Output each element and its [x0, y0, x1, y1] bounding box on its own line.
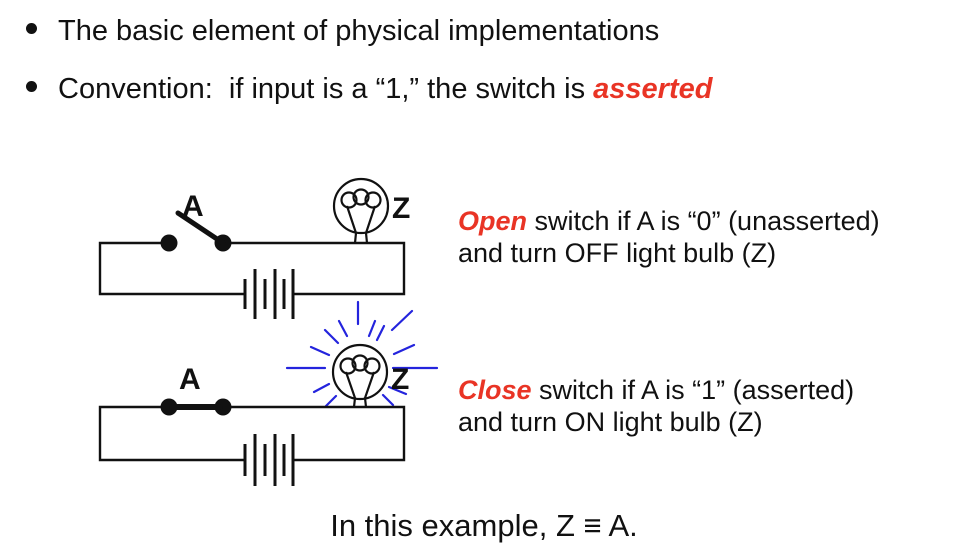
light-rays-icon — [285, 300, 439, 408]
annotation-line-2: and turn OFF light bulb (Z) — [458, 238, 777, 268]
annotation-closed-switch: Close switch if A is “1” (asserted) and … — [458, 374, 854, 438]
bullet-text: The basic element of physical implementa… — [58, 15, 660, 47]
battery-icon — [243, 434, 295, 486]
open-switch-circuit: A Z — [98, 177, 410, 319]
bullet-item-2: Convention: if input is a “1,” the switc… — [26, 71, 712, 107]
bullet-text: Convention: if input is a “1,” the switc… — [58, 71, 712, 107]
bulb-label-z: Z — [391, 363, 409, 396]
circuit-loop-wire — [98, 405, 406, 462]
light-bulb-on-icon — [331, 343, 389, 408]
open-switch-icon — [160, 210, 232, 252]
switch-label-a: A — [182, 190, 204, 223]
conclusion-caption: In this example, Z ≡ A. — [330, 508, 638, 543]
open-emphasis: Open — [458, 206, 528, 236]
bullet-item-1: The basic element of physical implementa… — [26, 13, 659, 49]
bullet-icon — [26, 23, 37, 34]
annotation-line-1: Open switch if A is “0” (unasserted) — [458, 205, 880, 237]
annotation-text: switch if A is “0” (unasserted) — [527, 206, 880, 236]
annotation-line-1: Close switch if A is “1” (asserted) — [458, 374, 854, 406]
annotation-text: switch if A is “1” (asserted) — [531, 375, 855, 405]
bullet-text-prefix: Convention: if input is a “1,” the switc… — [58, 73, 594, 105]
battery-icon — [243, 269, 295, 319]
annotation-line-2: and turn ON light bulb (Z) — [458, 407, 763, 437]
bulb-label-z: Z — [392, 192, 410, 225]
switch-label-a: A — [179, 363, 201, 396]
bullet-icon — [26, 81, 37, 92]
asserted-emphasis: asserted — [593, 73, 713, 105]
light-bulb-off-icon — [332, 177, 390, 244]
circuit-loop-wire — [98, 241, 406, 296]
closed-switch-circuit: A Z — [98, 300, 439, 486]
close-emphasis: Close — [458, 375, 532, 405]
closed-switch-icon — [160, 398, 232, 416]
annotation-open-switch: Open switch if A is “0” (unasserted) and… — [458, 205, 880, 269]
